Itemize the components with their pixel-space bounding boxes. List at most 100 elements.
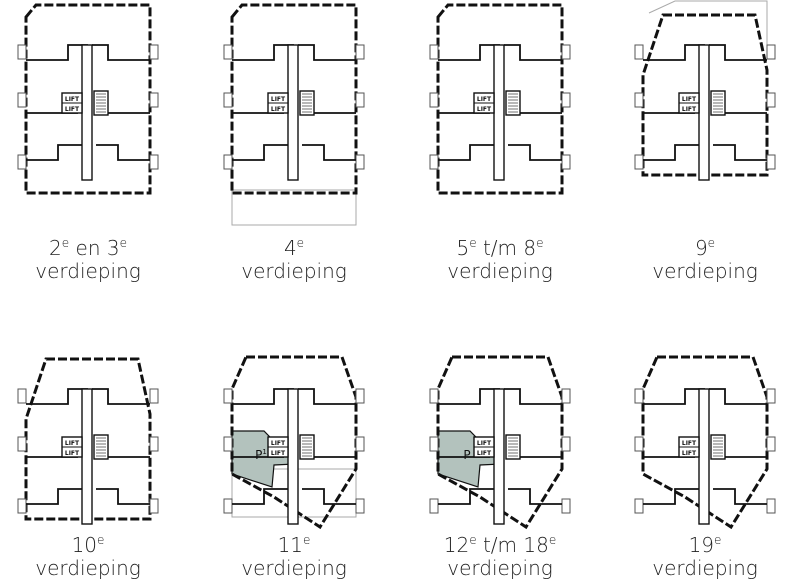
partition-wall [438,388,500,405]
balcony-frame [231,189,357,226]
label-mid: t/m 18 [477,533,549,557]
corridor [81,388,93,525]
plan-label-line1: 12e t/m 18e [444,533,556,557]
stairs [299,90,315,116]
stairs [505,434,521,460]
stairs [505,90,521,116]
corridor [81,44,93,181]
balcony-left [17,154,27,170]
corridor [493,388,505,525]
balcony-right [766,92,776,108]
stairs [93,90,109,116]
label-number: 19 [689,533,714,557]
partition-wall [26,44,88,61]
balcony-right [355,388,365,404]
balcony-left [634,154,644,170]
lift-label-1: LIFT [271,96,286,103]
balcony-right [561,154,571,170]
balcony-left [429,92,439,108]
partition-wall [232,388,294,405]
plan-label-line2: verdieping [241,556,347,580]
plan-label-line2: verdieping [652,556,758,580]
balcony-left [429,154,439,170]
balcony-right [561,92,571,108]
lift-label-2: LIFT [65,106,80,113]
partition-wall [26,144,84,161]
label-number: 4 [284,236,297,260]
unit-highlight [231,430,298,488]
lift-label-2: LIFT [271,106,286,113]
partition-wall [709,44,767,61]
partition-wall [92,388,150,405]
label-sup: e [469,236,476,250]
corridor [698,44,710,181]
balcony-left [223,92,233,108]
plan-label-line2: verdieping [447,556,553,580]
label-sup: e [536,236,543,250]
partition-wall [713,488,767,505]
balcony-right [355,44,365,60]
corridor [493,44,505,181]
plan-label-line2: verdieping [652,259,758,283]
plan-label-line1: 10e [72,533,105,557]
balcony-left [634,388,644,404]
partition-wall [26,388,88,405]
balcony-right [355,498,365,514]
balcony-left [223,44,233,60]
balcony-left [429,436,439,452]
partition-wall [504,44,562,61]
balcony-right [561,498,571,514]
label-sup: e [708,236,715,250]
partition-wall [298,44,356,61]
plan-label-line2: verdieping [35,259,141,283]
balcony-left [223,498,233,514]
balcony-left [429,44,439,60]
partition-wall [643,388,705,405]
balcony-left [17,498,27,514]
partition-wall [643,488,701,505]
outer-wall [436,355,564,530]
label-number: 9 [695,236,708,260]
partition-wall [438,488,496,505]
label-sup: e [297,236,304,250]
label-sup: e [303,533,310,547]
corridor [287,44,299,181]
balcony-left [223,154,233,170]
stairs [93,434,109,460]
lift-label-2: LIFT [271,450,286,457]
label-sup: e [549,533,556,547]
plan-label-line2: verdieping [35,556,141,580]
balcony-left [429,498,439,514]
label-sup: e [97,533,104,547]
plan-label-line1: 11e [278,533,311,557]
label-number: 5 [456,236,469,260]
partition-wall [96,144,150,161]
balcony-left [17,436,27,452]
partition-wall [298,388,356,405]
lift-label-1: LIFT [65,440,80,447]
partition-wall [302,144,356,161]
balcony-right [355,154,365,170]
partition-wall [643,44,705,61]
plan-label-line1: 4e [284,236,304,260]
label-sup: e [469,533,476,547]
partition-wall [709,388,767,405]
lift-label-1: LIFT [682,96,697,103]
balcony-right [766,498,776,514]
balcony-right [766,44,776,60]
partition-wall [504,388,562,405]
lift-label-1: LIFT [65,96,80,103]
unit-highlight [437,430,504,488]
plan-label-line1: 5e t/m 8e [456,236,543,260]
corridor [287,388,299,525]
partition-wall [232,44,294,61]
label-mid: t/m 8 [477,236,537,260]
lift-label-1: LIFT [682,440,697,447]
unit-label-sup: 1 [262,448,266,456]
balcony-right [149,92,159,108]
